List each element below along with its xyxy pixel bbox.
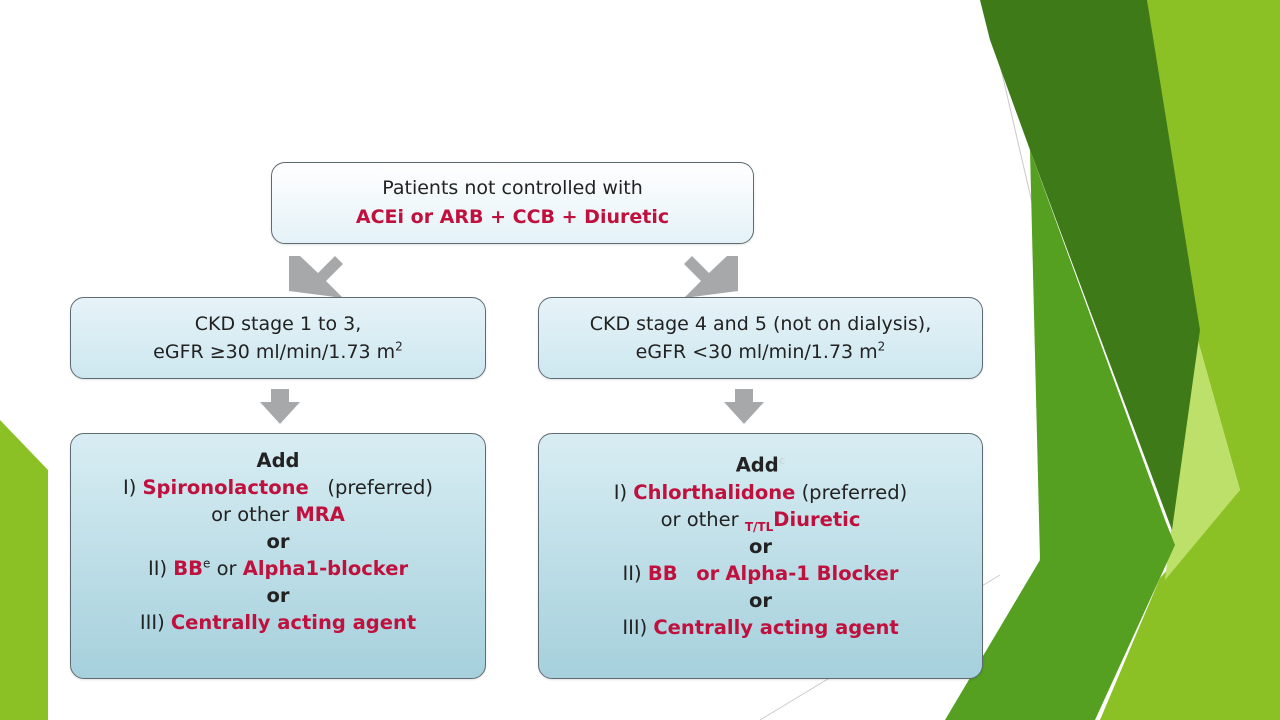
left-stage-box: CKD stage 1 to 3, eGFR ≥30 ml/min/1.73 m… xyxy=(70,297,486,379)
left-stage-egfr: eGFR ≥30 ml/min/1.73 m xyxy=(153,341,396,363)
right-opt2-mid: or xyxy=(696,561,720,585)
right-opt2-prefix: II) xyxy=(622,561,648,585)
top-condition-box: Patients not controlled with ACEi or ARB… xyxy=(271,162,754,244)
left-opt2-prefix: II) xyxy=(147,557,174,580)
left-opt2-drug: BB xyxy=(173,557,203,580)
right-opt1-drug: Chlorthalidone xyxy=(633,480,796,504)
right-stage-box: CKD stage 4 and 5 (not on dialysis), eGF… xyxy=(538,297,983,379)
right-opt3-prefix: III) xyxy=(622,615,654,639)
right-option-1b: or other T/TLDiuretic xyxy=(539,506,982,533)
left-green-band xyxy=(0,420,48,720)
right-stage-sup: 2 xyxy=(877,339,886,354)
left-opt1-note: (preferred) xyxy=(327,476,434,499)
right-opt1b-sub: T/TL xyxy=(744,519,774,534)
right-option-1: I) Chlorthalidone (preferred) xyxy=(539,479,982,506)
right-opt1-note: (preferred) xyxy=(801,480,908,504)
arrow-down-right xyxy=(684,256,738,298)
left-opt2-sup: e xyxy=(202,556,211,571)
right-option-3: III) Centrally acting agent xyxy=(539,614,982,641)
left-opt1b-prefix: or other xyxy=(211,503,296,526)
right-opt2-drug: BB xyxy=(647,561,678,585)
right-green-mid xyxy=(945,150,1175,720)
right-opt1b-drug: Diuretic xyxy=(773,507,861,531)
left-opt1-prefix: I) xyxy=(122,476,143,499)
right-stage-egfr: eGFR <30 ml/min/1.73 m xyxy=(635,341,878,363)
left-or-1: or xyxy=(266,530,290,553)
right-add-heading-text: Add xyxy=(735,453,779,477)
right-option-2: II) BB or Alpha-1 Blocker xyxy=(539,560,982,587)
left-stage-line2: eGFR ≥30 ml/min/1.73 m2 xyxy=(71,338,485,366)
left-stage-sup: 2 xyxy=(395,339,403,354)
right-opt1-prefix: I) xyxy=(613,480,634,504)
left-opt1-drug: Spironolactone xyxy=(142,476,309,499)
right-opt3-drug: Centrally acting agent xyxy=(653,615,899,639)
left-or-2: or xyxy=(266,584,290,607)
top-box-line1: Patients not controlled with xyxy=(382,177,643,199)
right-opt1b-prefix: or other xyxy=(660,507,745,531)
top-box-line2: ACEi or ARB + CCB + Diuretic xyxy=(355,206,670,228)
right-add-heading-mark: c xyxy=(778,454,786,467)
right-green-pale xyxy=(1165,330,1240,580)
left-add-heading: Add xyxy=(256,449,300,472)
left-option-1b: or other MRA xyxy=(71,501,485,528)
left-add-box: Add I) Spironolactone (preferred) or oth… xyxy=(70,433,486,679)
left-opt1b-drug: MRA xyxy=(295,503,345,526)
right-green-light xyxy=(1100,0,1280,720)
left-option-2: II) BBe or Alpha1-blocker xyxy=(71,555,485,582)
left-option-3: III) Centrally acting agent xyxy=(71,609,485,636)
right-opt2-drug2: Alpha-1 Blocker xyxy=(725,561,899,585)
arrow-down-left-branch xyxy=(260,389,300,424)
arrow-down-right-branch xyxy=(724,389,764,424)
left-opt2-drug2: Alpha1-blocker xyxy=(242,557,409,580)
right-add-heading: Addc xyxy=(539,447,982,479)
right-add-box: Addc I) Chlorthalidone (preferred) or ot… xyxy=(538,433,983,679)
right-stage-line2: eGFR <30 ml/min/1.73 m2 xyxy=(539,338,982,366)
left-opt2-mid: or xyxy=(210,557,243,580)
left-option-1: I) Spironolactone (preferred) xyxy=(71,474,485,501)
left-stage-line1: CKD stage 1 to 3, xyxy=(194,313,362,335)
right-green-dark xyxy=(980,0,1200,530)
right-stage-line1: CKD stage 4 and 5 (not on dialysis), xyxy=(589,313,932,335)
right-or-1: or xyxy=(748,534,772,558)
arrow-down-left xyxy=(289,256,343,298)
left-opt3-prefix: III) xyxy=(139,611,171,634)
right-or-2: or xyxy=(748,588,772,612)
left-opt3-drug: Centrally acting agent xyxy=(170,611,417,634)
